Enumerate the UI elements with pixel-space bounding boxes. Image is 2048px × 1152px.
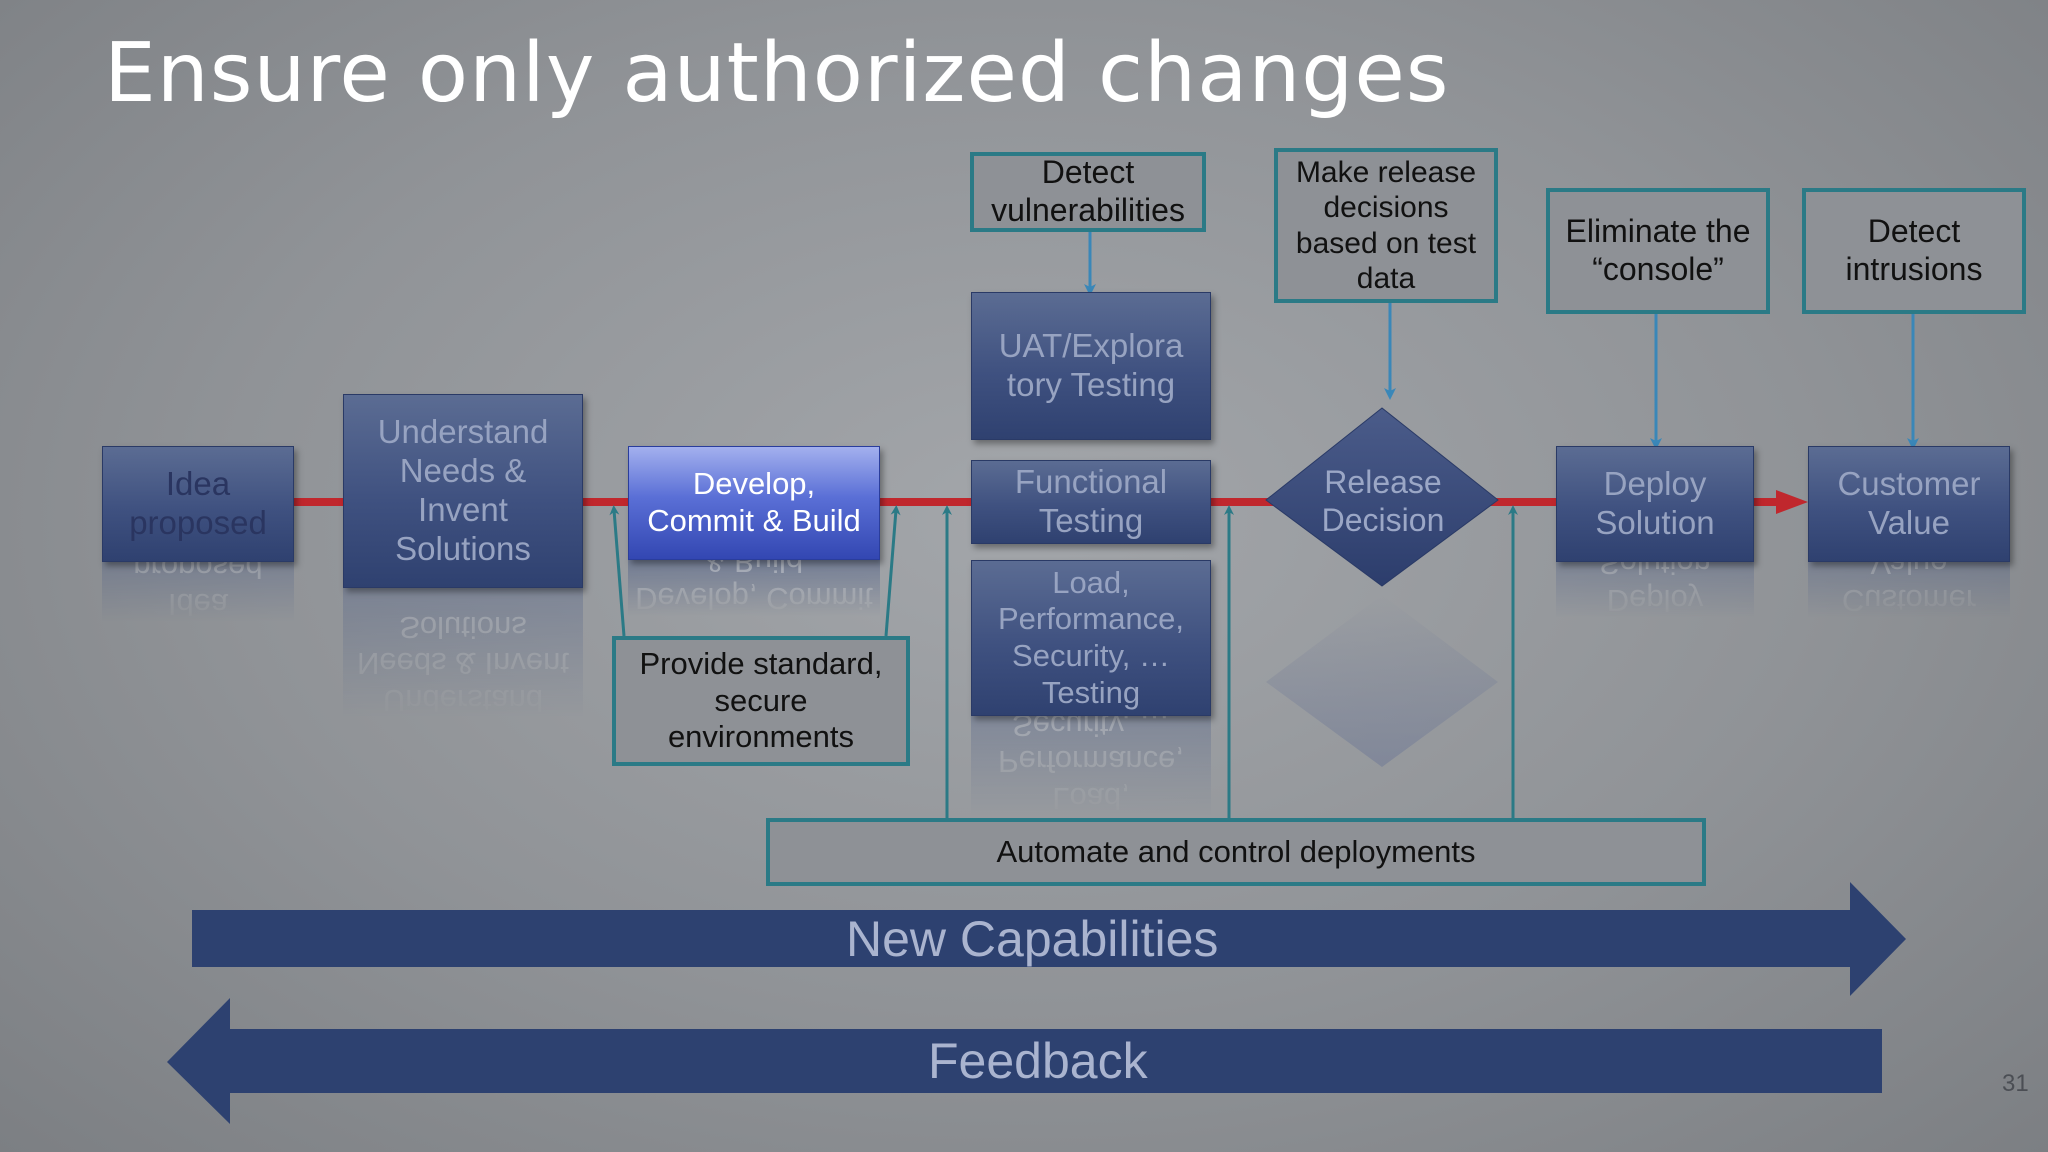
page-number: 31: [2002, 1070, 2029, 1097]
callout-standard-environments: Provide standard, secure environments: [612, 636, 910, 766]
stage-load-performance-testing: Load, Performance, Security, … Testing: [971, 560, 1211, 716]
feedback-arrow: [167, 998, 1882, 1124]
release-decision-label: Release Decision: [1321, 464, 1445, 538]
release-decision-diamond: [1265, 407, 1499, 587]
load-reflection: Load, Performance, Security, … Testing: [971, 716, 1211, 816]
connector-env-right: [884, 505, 901, 637]
develop-reflection: Develop, Commit & Build: [628, 560, 880, 616]
callout-detect-intrusions: Detect intrusions: [1802, 188, 2026, 314]
new-capabilities-arrow: [192, 882, 1906, 996]
callout-eliminate-console: Eliminate the “console”: [1546, 188, 1770, 314]
connector-env-left: [609, 505, 626, 637]
release-diamond-reflection: [1266, 595, 1498, 767]
stage-functional-testing: Functional Testing: [971, 460, 1211, 544]
stage-understand-needs: Understand Needs & Invent Solutions: [343, 394, 583, 588]
stage-develop-commit-build: Develop, Commit & Build: [628, 446, 880, 560]
callout-automate-deployments: Automate and control deployments: [766, 818, 1706, 886]
deploy-reflection: Deploy Solution: [1556, 562, 1754, 618]
callout-release-decisions: Make release decisions based on test dat…: [1274, 148, 1498, 303]
stage-uat-testing: UAT/Explora tory Testing: [971, 292, 1211, 440]
new-capabilities-label: New Capabilities: [846, 911, 1219, 967]
feedback-label: Feedback: [928, 1033, 1148, 1089]
slide-title: Ensure only authorized changes: [104, 26, 1450, 121]
flow-arrowhead: [1776, 490, 1808, 514]
understand-reflection: Understand Needs & Invent Solutions: [343, 588, 583, 718]
stage-idea-proposed: Idea proposed: [102, 446, 294, 562]
value-reflection: Customer Value: [1808, 562, 2010, 618]
stage-deploy-solution: Deploy Solution: [1556, 446, 1754, 562]
callout-detect-vulnerabilities: Detect vulnerabilities: [970, 152, 1206, 232]
idea-reflection: Idea proposed: [102, 562, 294, 622]
stage-customer-value: Customer Value: [1808, 446, 2010, 562]
